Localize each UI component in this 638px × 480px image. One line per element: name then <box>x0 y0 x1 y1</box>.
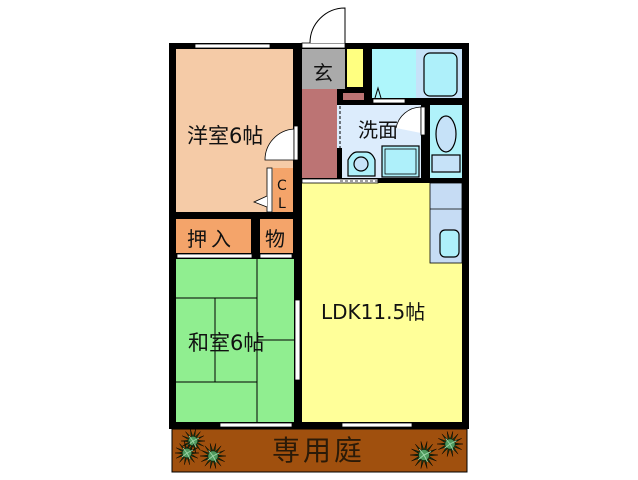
western-room-door-swing <box>264 128 295 161</box>
ldk-label: LDK11.5帖 <box>321 300 425 324</box>
ldk-window <box>341 422 413 428</box>
storage-area <box>260 219 293 253</box>
corridor-area <box>302 89 337 178</box>
western-room-window <box>194 43 271 49</box>
garden-label: 専用庭 <box>272 434 365 467</box>
oshiire-sliding-door <box>176 253 253 259</box>
bathtub-icon <box>423 52 458 97</box>
japanese-room-label: 和室6帖 <box>188 331 264 355</box>
bathroom-door <box>372 98 406 104</box>
bath-arrow-icon <box>374 86 382 99</box>
washing-machine-pan-icon <box>381 145 420 178</box>
western-room-label: 洋室6帖 <box>187 124 263 148</box>
entrance-threshold <box>301 42 346 49</box>
shoe-cabinet <box>347 49 363 87</box>
japanese-room-sliding-door <box>294 299 301 381</box>
tatami-lines <box>176 259 298 428</box>
toilet-tank-icon <box>431 154 461 173</box>
closet-label-c: C <box>277 178 287 194</box>
toilet-bowl-icon <box>435 115 457 153</box>
japanese-room-window <box>219 422 293 428</box>
closet-label-l: L <box>278 196 286 212</box>
oshiire-label: 押入 <box>187 227 235 251</box>
oshiire-area <box>176 219 251 253</box>
storage-sliding-door <box>259 253 293 259</box>
entrance-label: 玄 <box>313 61 333 85</box>
closet-sliding-door <box>266 167 273 213</box>
washbasin-bowl-icon <box>353 156 369 172</box>
bathroom-area <box>372 49 416 98</box>
closet-arrow-icon <box>252 195 268 208</box>
kitchen-sink-icon <box>439 229 460 258</box>
entrance-area <box>302 49 345 89</box>
corridor-cabinet <box>343 93 364 100</box>
entrance-door-swing <box>309 7 346 44</box>
garden-area <box>171 428 468 473</box>
closet-area <box>273 168 293 212</box>
washroom-label: 洗面 <box>358 118 398 142</box>
storage-label: 物 <box>265 227 285 251</box>
